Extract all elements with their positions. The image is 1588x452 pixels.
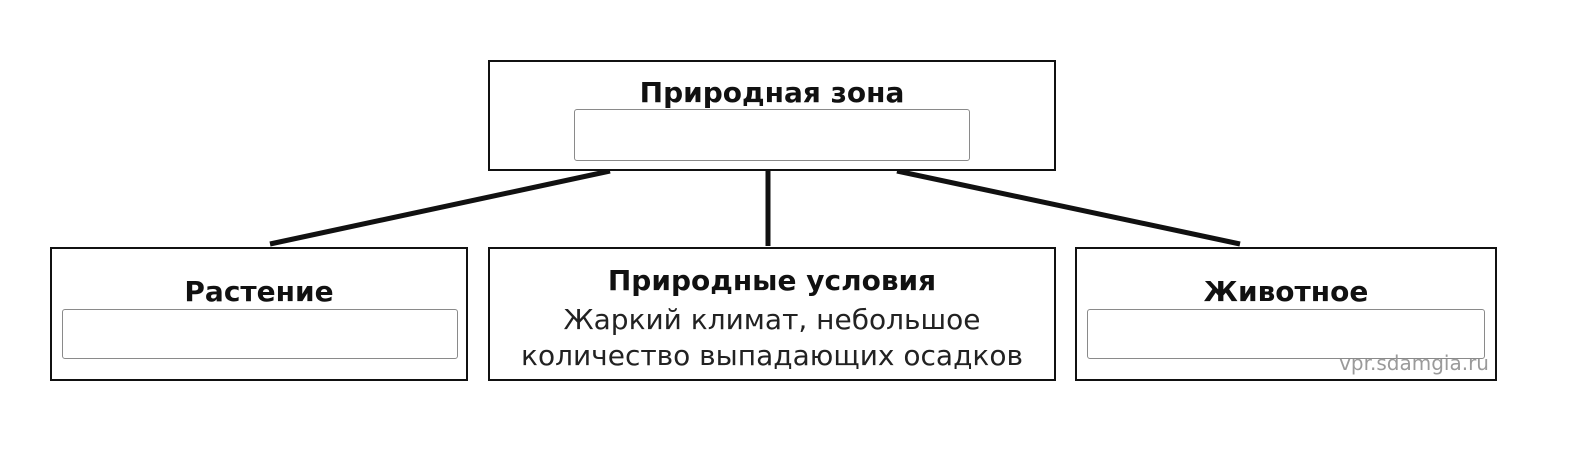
natural-zone-answer-field[interactable] xyxy=(574,109,970,161)
plant-box: Растение xyxy=(50,247,468,381)
natural-conditions-text-line-2: количество выпадающих осадков xyxy=(521,339,1023,372)
natural-conditions-text-line-1: Жаркий климат, небольшое xyxy=(563,303,981,336)
connector-right xyxy=(896,168,1241,247)
natural-zone-title: Природная зона xyxy=(639,76,905,109)
watermark-text: vpr.sdamgia.ru xyxy=(1339,351,1489,375)
natural-zone-box: Природная зона xyxy=(488,60,1056,171)
animal-answer-field[interactable] xyxy=(1087,309,1485,359)
animal-box: Животное vpr.sdamgia.ru xyxy=(1075,247,1497,381)
animal-title: Животное xyxy=(1203,275,1369,308)
connector-left xyxy=(269,168,611,247)
natural-conditions-box: Природные условия Жаркий климат, небольш… xyxy=(488,247,1056,381)
natural-conditions-title: Природные условия xyxy=(607,264,937,297)
plant-title: Растение xyxy=(184,275,334,308)
plant-answer-field[interactable] xyxy=(62,309,458,359)
